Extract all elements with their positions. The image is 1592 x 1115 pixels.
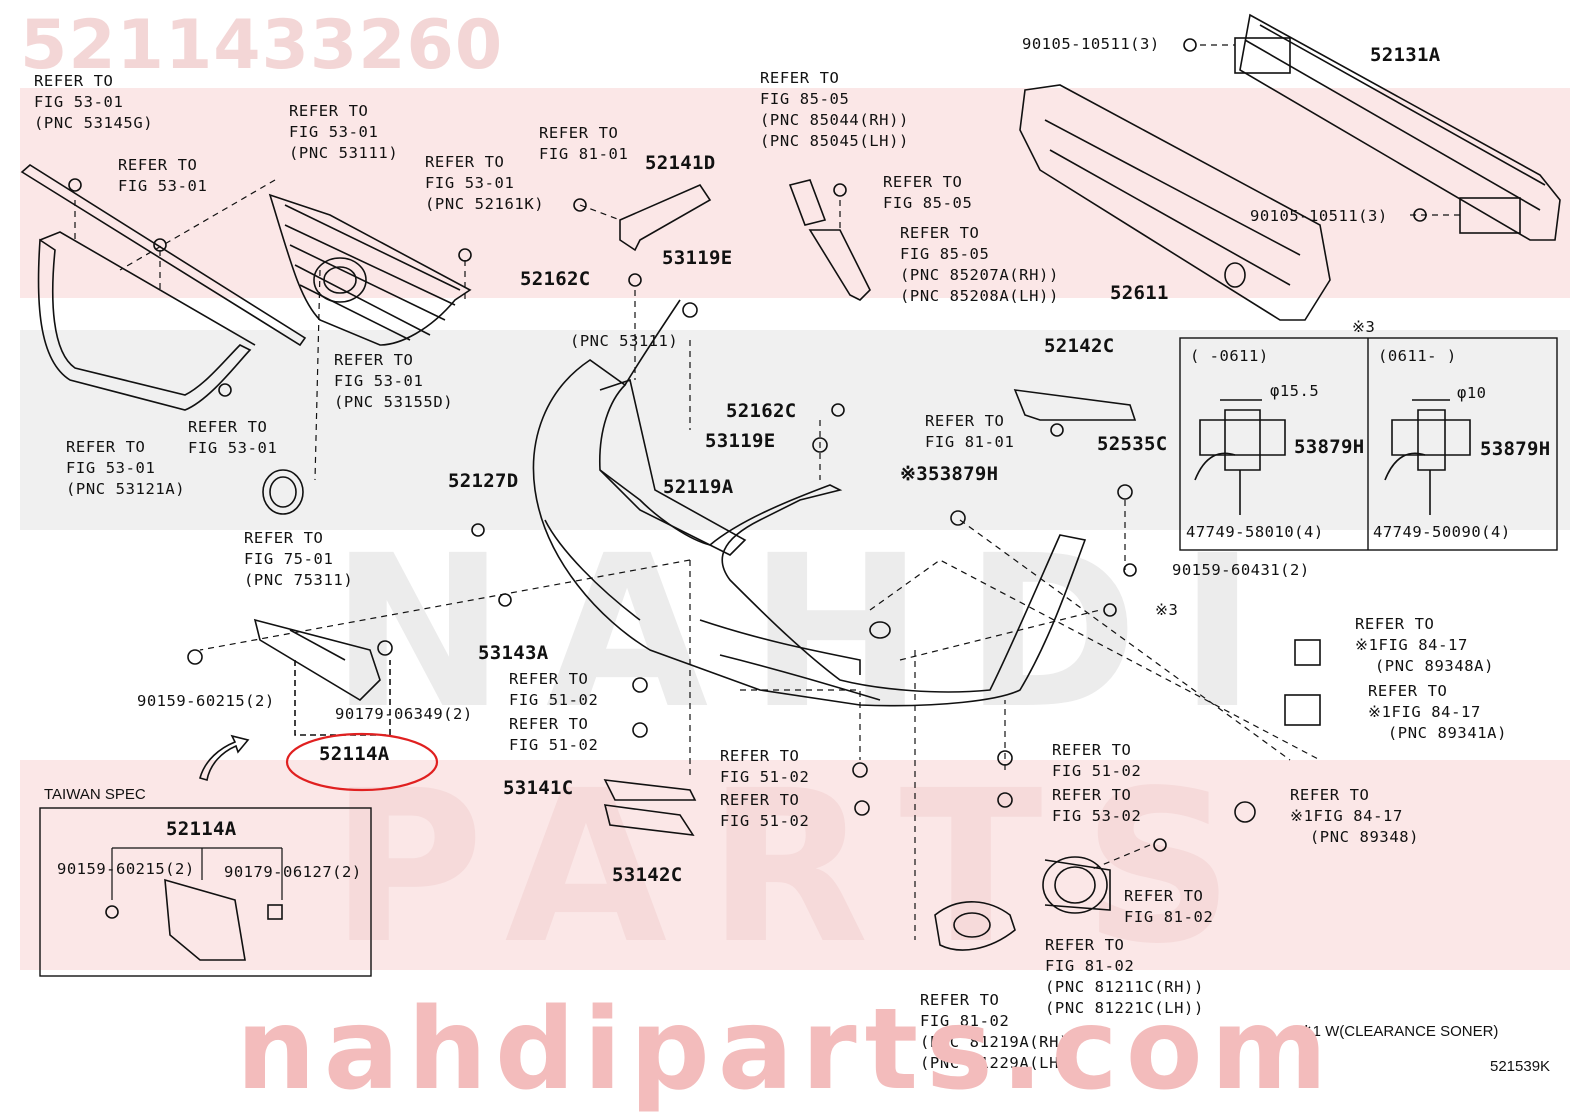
refer-note-19: REFER TO FIG 53-02 [1052,786,1142,825]
refer-note-2: REFER TO FIG 53-01 (PNC 53111) [289,102,399,162]
refer-note-20: REFER TO ※1FIG 84-17 (PNC 89348A) [1355,615,1495,675]
taiwan-spec-label: TAIWAN SPEC [44,786,146,803]
fastener-90159-60215: 90159-60215(2) [137,692,275,710]
refer-note-11: REFER TO FIG 53-01 (PNC 53121A) [66,438,186,498]
fastener-90179-06127-taiwan: 90179-06127(2) [224,863,362,881]
refer-note-3: REFER TO FIG 53-01 [118,156,208,195]
clip-detail-left [1194,399,1286,515]
fastener-47749-58010: 47749-58010(4) [1186,523,1324,541]
refer-note-15: REFER TO FIG 51-02 [509,715,599,754]
clip-note3-label: ※3 [1155,601,1179,619]
refer-note-5: REFER TO FIG 81-01 [539,124,629,163]
part-52141D: 52141D [645,152,716,174]
watermark-band-mid [20,330,1570,530]
fastener-90159-60431: 90159-60431(2) [1172,561,1310,579]
part-53143A: 53143A [478,642,549,664]
detail-right-range: (0611- ) [1378,347,1457,365]
refer-note-4: REFER TO FIG 53-01 (PNC 52161K) [425,153,545,213]
watermark-band-top [20,88,1570,298]
part-52611: 52611 [1110,282,1169,304]
refer-note-6: REFER TO FIG 85-05 (PNC 85044(RH)) (PNC … [760,69,909,150]
sensor-parts [1234,639,1321,823]
clip-detail-right [1384,399,1471,515]
bracket-52141D [619,183,712,252]
bumper-reinforcement [1234,13,1561,241]
watermark-part-number: 5211433260 [20,6,504,85]
bracket-52142C [1013,389,1137,421]
part-52162C-a: 52162C [520,268,591,290]
watermark-site: nahdiparts.com [236,985,1336,1115]
detail-left-range: ( -0611) [1190,347,1269,365]
diagram-id: 521539K [1490,1058,1551,1075]
detail-right-diameter: φ10 [1457,384,1487,402]
fastener-47749-50090: 47749-50090(4) [1373,523,1511,541]
fog-lamp-cover [934,901,1016,951]
leader-lines [74,44,1460,940]
part-52142C: 52142C [1044,335,1115,357]
bolts [68,38,1427,852]
pnc-53111: (PNC 53111) [570,332,679,350]
fastener-90179-06349: 90179-06349(2) [335,705,473,723]
part-53141C: 53141C [503,777,574,799]
part-53879H-detail-right: 53879H [1480,438,1551,460]
refer-note-7: REFER TO FIG 85-05 [883,173,973,212]
refer-note-25: REFER TO FIG 81-02 (PNC 81219A(RH)) (PNC… [920,991,1079,1072]
watermark-brand-mid: NAHDI [330,510,1296,755]
fastener-90105-right: 90105-10511(3) [1250,207,1388,225]
energy-absorber [1019,84,1331,321]
refer-note-1: REFER TO FIG 53-01 (PNC 53145G) [34,72,154,132]
direction-arrow [199,734,250,782]
detail-left-diameter: φ15.5 [1270,382,1320,400]
bumper-cover [532,299,1087,707]
part-53879H-detail-left: 53879H [1294,436,1365,458]
watermark-brand-low: PARTS [330,745,1274,990]
highlight-ellipse [285,732,439,792]
grille [268,193,472,346]
refer-note-14: REFER TO FIG 51-02 [509,670,599,709]
license-plate-bracket [253,618,381,702]
refer-note-22: REFER TO ※1FIG 84-17 (PNC 89348) [1290,786,1420,846]
part-52114A-taiwan: 52114A [166,818,237,840]
part-52127D: 52127D [448,470,519,492]
watermark-band-low [20,760,1570,970]
note3-marker: ※3 [1352,318,1376,336]
part-53119E-b: 53119E [705,430,776,452]
refer-note-16: REFER TO FIG 51-02 [720,747,810,786]
refer-note-23: REFER TO FIG 81-02 [1124,887,1214,926]
refer-note-8: REFER TO FIG 85-05 (PNC 85207A(RH)) (PNC… [900,224,1059,305]
taiwan-bracket [105,847,283,961]
grille-frame [20,164,307,411]
part-53142C: 53142C [612,864,683,886]
lower-moulding-53141C [603,779,697,801]
part-52131A: 52131A [1370,44,1441,66]
emblem-part [262,469,304,515]
part-53879H: ※353879H [900,463,999,485]
refer-note-13: REFER TO FIG 81-01 [925,412,1015,451]
lower-moulding-53142C [603,804,695,836]
refer-note-21: REFER TO ※1FIG 84-17 (PNC 89341A) [1368,682,1508,742]
part-53119E-a: 53119E [662,247,733,269]
refer-note-9: REFER TO FIG 53-01 (PNC 53155D) [334,351,454,411]
part-52535C: 52535C [1097,433,1168,455]
part-52119A: 52119A [663,476,734,498]
fastener-90159-60215-taiwan: 90159-60215(2) [57,860,195,878]
retainer-85 [788,179,871,301]
fastener-90105-top: 90105-10511(3) [1022,35,1160,53]
refer-note-18: REFER TO FIG 51-02 [1052,741,1142,780]
refer-note-12: REFER TO FIG 75-01 (PNC 75311) [244,529,354,589]
refer-note-17: REFER TO FIG 51-02 [720,791,810,830]
taiwan-spec-box [39,807,372,977]
part-52162C-b: 52162C [726,400,797,422]
fog-lamp [1042,856,1111,914]
refer-note-10: REFER TO FIG 53-01 [188,418,278,457]
part-52114A: 52114A [319,743,390,765]
footnote: ※1 W(CLEARANCE SONER) [1300,1023,1499,1040]
refer-note-24: REFER TO FIG 81-02 (PNC 81211C(RH)) (PNC… [1045,936,1204,1017]
